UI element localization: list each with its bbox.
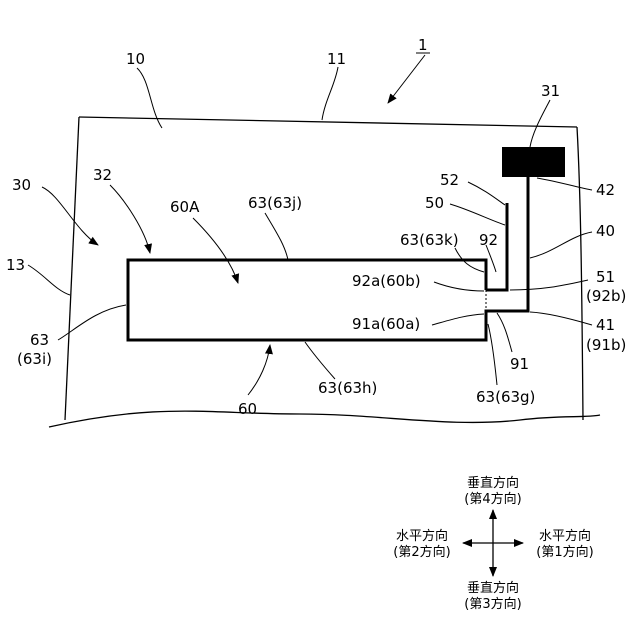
leader-63h	[305, 342, 335, 379]
label-63j: 63(63j)	[248, 194, 302, 212]
label-30: 30	[12, 176, 31, 194]
direction-legend: 垂直方向 (第4方向) 垂直方向 (第3方向) 水平方向 (第2方向) 水平方向…	[393, 475, 593, 612]
label-50: 50	[425, 194, 444, 212]
label-60A: 60A	[170, 198, 200, 216]
direction-right-line1: 水平方向	[539, 528, 591, 544]
leader-91a	[432, 314, 484, 325]
leader-13	[28, 265, 70, 295]
label-63h: 63(63h)	[318, 379, 377, 397]
leader-32	[110, 185, 150, 253]
label-92a: 92a(60b)	[352, 272, 421, 290]
label-92: 92	[479, 231, 498, 249]
direction-left-line1: 水平方向	[396, 528, 448, 544]
label-41: 41	[596, 316, 615, 334]
label-1: 1	[418, 36, 428, 54]
direction-down-line1: 垂直方向	[467, 580, 519, 596]
label-63i: (63i)	[17, 350, 52, 368]
element-63-outline	[128, 260, 486, 340]
leader-91	[497, 313, 512, 352]
label-31: 31	[541, 82, 560, 100]
label-63: 63	[30, 331, 49, 349]
leader-92a	[434, 282, 484, 291]
direction-up-line2: (第4方向)	[464, 491, 521, 507]
housing-bottom-break	[49, 411, 600, 427]
leader-50	[450, 204, 505, 225]
housing-left-edge	[65, 117, 79, 420]
leader-40	[530, 232, 592, 258]
label-91a: 91a(60a)	[352, 315, 420, 333]
leader-60	[248, 345, 270, 395]
leader-30	[42, 187, 98, 245]
leader-63i	[58, 305, 126, 340]
label-10: 10	[126, 50, 145, 68]
leader-51	[510, 280, 588, 290]
housing-right-edge	[577, 127, 583, 420]
leader-60A	[193, 218, 238, 283]
housing-top-edge	[79, 117, 577, 127]
leader-41	[530, 312, 592, 325]
direction-right-line2: (第1方向)	[536, 544, 593, 560]
label-11: 11	[327, 50, 346, 68]
label-42: 42	[596, 181, 615, 199]
label-52: 52	[440, 171, 459, 189]
direction-up-line1: 垂直方向	[467, 475, 519, 491]
label-13: 13	[6, 256, 25, 274]
label-60: 60	[238, 400, 257, 418]
leader-31	[530, 100, 550, 147]
leader-11	[322, 67, 338, 120]
leader-42	[537, 178, 592, 190]
leader-1	[388, 55, 425, 103]
label-51: 51	[596, 268, 615, 286]
element-31-block	[502, 147, 565, 177]
label-63g: 63(63g)	[476, 388, 535, 406]
label-63k: 63(63k)	[400, 231, 459, 249]
direction-left-line2: (第2方向)	[393, 544, 450, 560]
leader-63j	[265, 213, 288, 260]
label-32: 32	[93, 166, 112, 184]
label-91: 91	[510, 355, 529, 373]
label-91b: (91b)	[586, 336, 626, 354]
leader-63g	[488, 324, 497, 385]
label-40: 40	[596, 222, 615, 240]
direction-down-line2: (第3方向)	[464, 596, 521, 612]
leader-52	[468, 182, 505, 205]
label-92b: (92b)	[586, 287, 626, 305]
